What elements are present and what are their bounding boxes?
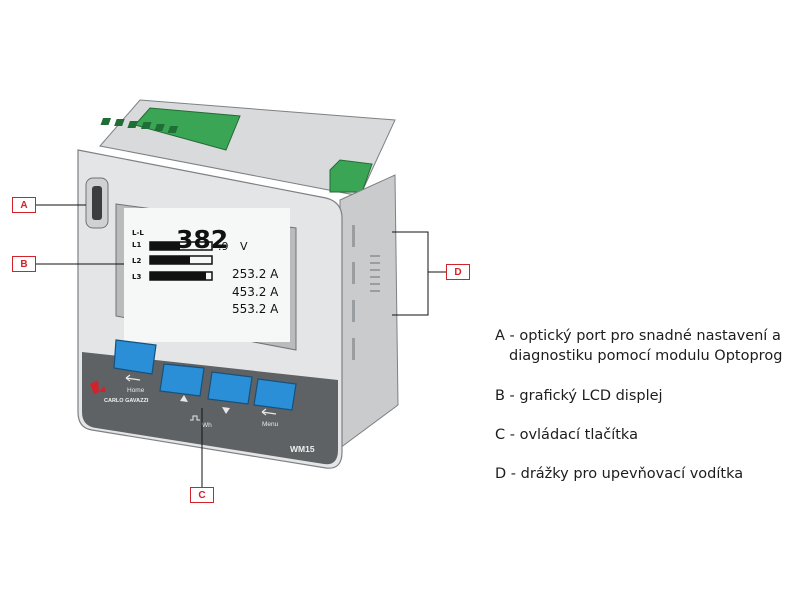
- home-enter-icon: [125, 374, 141, 382]
- legend-item-a: A - optický port pro snadné nastavení a …: [495, 326, 782, 366]
- callout-d: D: [446, 264, 470, 280]
- lcd-voltage-decimal: .9: [218, 240, 229, 253]
- legend-item-d-text: D - drážky pro upevňovací vodítka: [495, 466, 744, 482]
- control-strip: [82, 352, 338, 465]
- lcd-voltage-unit: V: [240, 240, 248, 253]
- lcd-label-ll: L-L: [132, 229, 144, 237]
- button-label-home: Home: [127, 387, 145, 394]
- down-arrow-icon: [222, 407, 230, 414]
- legend-item-b-text: B - grafický LCD displej: [495, 388, 663, 404]
- lcd-label-l1: L1: [132, 241, 141, 249]
- legend-item-d: D - drážky pro upevňovací vodítka: [495, 464, 743, 484]
- callout-a: A: [12, 197, 36, 213]
- button-up[interactable]: [159, 363, 205, 397]
- lcd-label-l3: L3: [132, 273, 141, 281]
- lcd-current-l2: 453.2 A: [232, 285, 279, 299]
- housing-side: [339, 174, 399, 449]
- button-menu[interactable]: [253, 378, 297, 411]
- top-terminal-screws: [100, 118, 179, 133]
- side-fixing-slots: [352, 225, 380, 360]
- lcd-current-l1: 253.2 A: [232, 267, 279, 281]
- legend-item-b: B - grafický LCD displej: [495, 386, 663, 406]
- legend-item-c-text: C - ovládací tlačítka: [495, 427, 638, 443]
- pulse-icon: [190, 415, 200, 421]
- button-label-energy: Wh: [202, 422, 212, 429]
- brand-name: CARLO GAVAZZI: [104, 398, 149, 404]
- lcd-label-l2: L2: [132, 257, 141, 265]
- legend-item-c: C - ovládací tlačítka: [495, 425, 638, 445]
- model-name: WM15: [290, 444, 315, 454]
- button-home[interactable]: [113, 339, 157, 375]
- callout-c: C: [190, 487, 214, 503]
- leader-lines: [36, 204, 446, 487]
- lcd-current-l3: 553.2 A: [232, 302, 279, 316]
- top-terminal-block: [134, 107, 241, 151]
- callout-b: B: [12, 256, 36, 272]
- menu-enter-icon: [261, 408, 277, 416]
- back-terminal-block: [329, 159, 373, 193]
- legend-item-a-line2: diagnostiku pomocí modulu Optoprog: [509, 348, 783, 364]
- button-down[interactable]: [207, 371, 253, 405]
- brand-logo-icon: [90, 380, 106, 394]
- legend-item-a-line1: A - optický port pro snadné nastavení a: [495, 328, 781, 344]
- up-arrow-icon: [180, 395, 188, 402]
- lcd-voltage-main: 382: [176, 225, 228, 254]
- button-label-menu: Menu: [262, 421, 279, 428]
